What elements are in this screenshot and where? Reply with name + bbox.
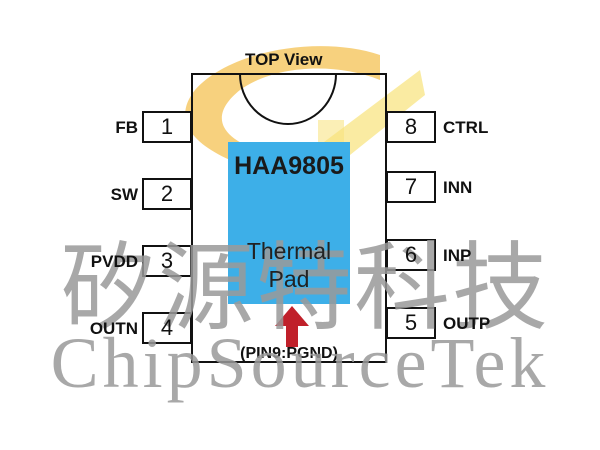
pad-label-pad: Pad	[268, 266, 310, 292]
watermark-chinese: 矽源特科技	[60, 232, 550, 344]
pin-name-inp: INP	[443, 246, 472, 265]
pin-name-fb: FB	[115, 118, 138, 137]
pin-name-pvdd: PVDD	[90, 252, 138, 271]
pin-box-1	[142, 111, 192, 143]
pin9-label: (PIN9:PGND)	[240, 345, 338, 362]
part-number: HAA9805	[234, 152, 344, 180]
arrow-head	[275, 306, 309, 326]
pin-number-5: 5	[404, 310, 418, 335]
pin-box-4	[142, 312, 192, 344]
pad-label-thermal: Thermal	[246, 238, 332, 264]
pin-box-5	[386, 307, 436, 339]
pin-number-2: 2	[160, 181, 174, 206]
pin-box-2	[142, 178, 192, 210]
pin-name-sw: SW	[110, 185, 138, 204]
arrow-shaft	[286, 325, 298, 347]
pin-box-8	[386, 111, 436, 143]
pin-name-outn: OUTN	[89, 319, 138, 338]
pin-name-ctrl: CTRL	[443, 118, 489, 137]
pin-number-3: 3	[160, 248, 174, 273]
pin-number-1: 1	[160, 114, 174, 139]
view-label: TOP View	[245, 50, 323, 69]
pin-number-8: 8	[404, 114, 418, 139]
pin-name-outp: OUTP	[443, 314, 491, 333]
pin-number-7: 7	[404, 174, 418, 199]
pin-number-4: 4	[160, 315, 174, 340]
pin1-notch	[239, 73, 337, 125]
pin-box-7	[386, 171, 436, 203]
pin-box-3	[142, 245, 192, 277]
watermark-english: ChipSourceTek	[50, 323, 550, 403]
thermal-pad	[228, 142, 350, 304]
pin-box-6	[386, 239, 436, 271]
pin-name-inn: INN	[443, 178, 473, 197]
pin-number-6: 6	[404, 242, 418, 267]
